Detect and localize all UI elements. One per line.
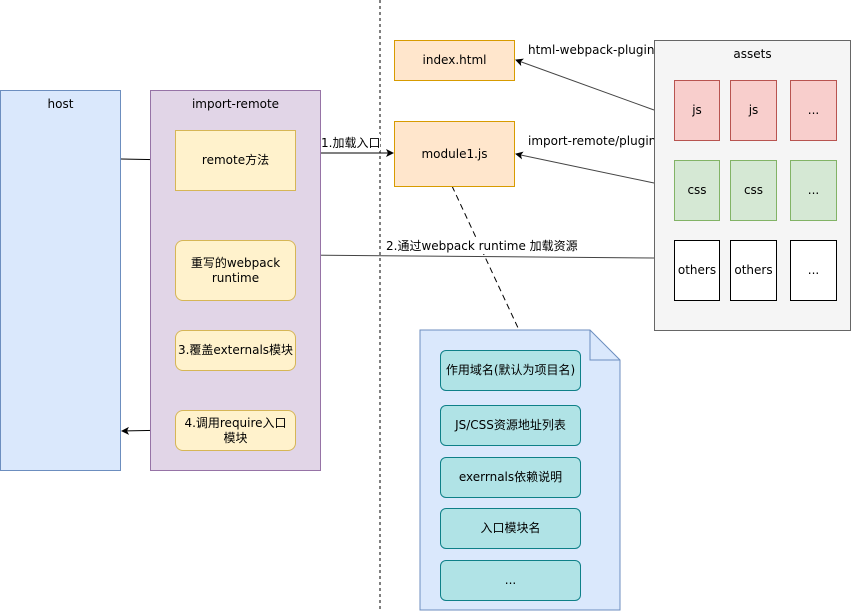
override-externals-label: 3.覆盖externals模块 [177, 343, 294, 357]
asset-css-more-label: ... [807, 183, 820, 197]
edge-label-html-plugin: html-webpack-plugin [528, 43, 655, 57]
arrow-assets-to-index [515, 58, 655, 111]
module1-js-box: module1.js [394, 121, 515, 187]
edge-label-import-remote-plugin: import-remote/plugin [528, 134, 657, 148]
asset-css-more: ... [790, 160, 837, 221]
call-require-box: 4.调用require入口模块 [175, 410, 296, 451]
asset-others-more-label: ... [807, 263, 820, 277]
doc-item-resource-list-label: JS/CSS资源地址列表 [455, 418, 566, 432]
arrow-assets-to-runtime [296, 251, 655, 260]
doc-item-scope-name: 作用域名(默认为项目名) [440, 350, 581, 391]
asset-js-1: js [674, 80, 720, 141]
index-html-label: index.html [422, 53, 487, 67]
asset-others-2: others [730, 240, 777, 301]
import-remote-title: import-remote [191, 97, 280, 111]
doc-item-externals: exerrnals依赖说明 [440, 457, 581, 498]
asset-css-2-label: css [743, 183, 764, 197]
index-html-box: index.html [394, 40, 515, 81]
asset-js-2-label: js [748, 103, 759, 117]
arrow-assets-to-module1 [515, 151, 655, 184]
doc-item-resource-list: JS/CSS资源地址列表 [440, 405, 581, 446]
doc-item-entry-module-label: 入口模块名 [480, 521, 541, 535]
asset-js-more: ... [790, 80, 837, 141]
rewritten-runtime-label: 重写的webpack runtime [190, 255, 281, 285]
remote-method-label: remote方法 [201, 153, 270, 167]
doc-item-more: ... [440, 560, 581, 601]
asset-others-more: ... [790, 240, 837, 301]
call-require-label: 4.调用require入口模块 [184, 415, 287, 445]
rewritten-runtime-box: 重写的webpack runtime [175, 240, 296, 301]
edge-label-load-resources: 2.通过webpack runtime 加载资源 [386, 237, 578, 254]
module1-js-label: module1.js [421, 146, 488, 161]
edge-label-load-entry: 1.加载入口 [321, 134, 381, 151]
asset-css-1-label: css [687, 183, 707, 197]
doc-item-scope-name-label: 作用域名(默认为项目名) [445, 363, 576, 377]
doc-item-more-label: ... [504, 573, 517, 587]
doc-item-externals-label: exerrnals依赖说明 [458, 470, 563, 484]
remote-method-box: remote方法 [175, 130, 296, 191]
override-externals-box: 3.覆盖externals模块 [175, 330, 296, 371]
asset-others-2-label: others [734, 263, 773, 277]
asset-others-1: others [674, 240, 720, 301]
dashed-module1-to-doc [451, 185, 520, 331]
asset-css-1: css [674, 160, 720, 221]
assets-title: assets [733, 47, 772, 61]
asset-others-1-label: others [677, 263, 717, 277]
asset-css-2: css [730, 160, 777, 221]
doc-item-entry-module: 入口模块名 [440, 508, 581, 549]
asset-js-more-label: ... [807, 103, 820, 117]
asset-js-2: js [730, 80, 777, 141]
asset-js-1-label: js [692, 103, 702, 117]
host-container: host [0, 90, 121, 471]
host-title: host [47, 97, 74, 111]
